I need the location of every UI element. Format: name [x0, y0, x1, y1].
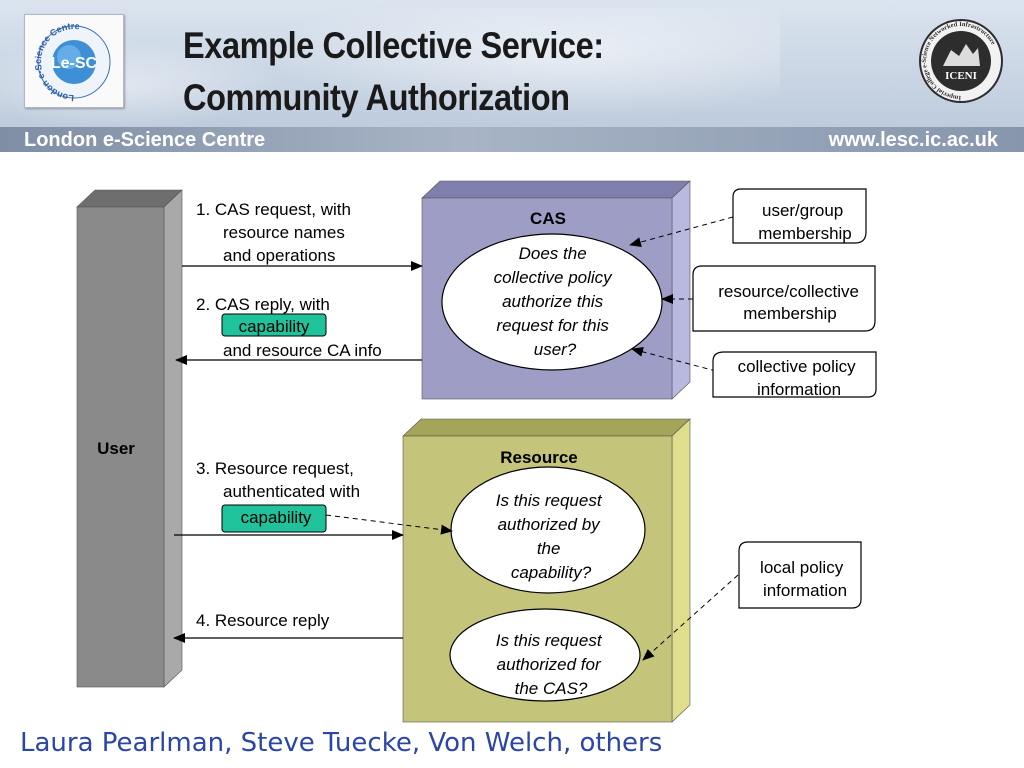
cas-question-text: Does the collective policy authorize thi… — [494, 244, 617, 359]
capability-badge-2-text: capability — [241, 508, 312, 527]
user-block-top — [76, 189, 183, 208]
iceni-label: ICENI — [945, 70, 977, 82]
collective-policy-text: collective policy information — [738, 357, 861, 399]
resource-block-top — [402, 418, 691, 437]
lesc-logo: London e-Science Centre Le-SC — [24, 14, 124, 108]
local-policy-box — [738, 541, 862, 609]
dashed-collective-policy — [631, 346, 717, 372]
capability-question-text: Is this request authorized by the capabi… — [496, 491, 607, 582]
user-block-front — [76, 206, 165, 688]
dashed-local-policy — [642, 574, 739, 661]
cas-label: CAS — [530, 209, 566, 228]
org-url[interactable]: www.lesc.ic.ac.uk — [828, 129, 998, 151]
authors-footer: Laura Pearlman, Steve Tuecke, Von Welch,… — [20, 728, 663, 758]
user-block-side — [163, 189, 183, 688]
cas-authz-question-ellipse — [449, 608, 641, 702]
step2-ca-info: and resource CA info — [223, 341, 382, 360]
cas-block-side — [671, 180, 691, 400]
capability-badge-2 — [221, 504, 327, 533]
iceni-logo-graphic: Imperial College e-Science Networked Inf… — [919, 19, 1003, 103]
resource-label: Resource — [500, 448, 577, 467]
lesc-logo-graphic: London e-Science Centre Le-SC — [33, 21, 111, 103]
resource-collective-box — [692, 265, 876, 332]
resource-block-side — [671, 418, 691, 723]
title-line-2: Community Authorization — [183, 77, 570, 118]
step1-label: 1. CAS request, with resource names and … — [196, 200, 356, 265]
step2-label: 2. CAS reply, with — [196, 295, 330, 314]
user-group-box — [732, 188, 867, 244]
user-group-text: user/group membership — [758, 201, 852, 243]
banner-cloud — [260, 8, 780, 118]
cas-authz-question-text: Is this request authorized for the CAS? — [496, 631, 607, 698]
step4-label: 4. Resource reply — [196, 611, 330, 630]
step3-label: 3. Resource request, authenticated with — [196, 459, 360, 501]
logo-mark: Le-SC — [51, 55, 98, 72]
page-title: Example Collective Service: Community Au… — [183, 20, 604, 124]
capability-badge-1-text: capability — [239, 317, 310, 336]
header-banner — [0, 0, 1024, 152]
title-line-1: Example Collective Service: — [183, 25, 604, 66]
header-strip — [0, 127, 1024, 152]
user-label: User — [97, 439, 135, 458]
iceni-logo: Imperial College e-Science Networked Inf… — [918, 18, 1004, 104]
user-block: User — [76, 189, 183, 688]
dashed-capability-to-check — [325, 514, 453, 535]
resource-collective-text: resource/collective membership — [718, 282, 864, 323]
org-name: London e-Science Centre — [24, 129, 266, 151]
local-policy-text: local policy information — [760, 558, 848, 600]
collective-policy-box — [712, 351, 877, 398]
capability-badge-1 — [221, 313, 327, 337]
cas-block-top — [421, 180, 691, 199]
